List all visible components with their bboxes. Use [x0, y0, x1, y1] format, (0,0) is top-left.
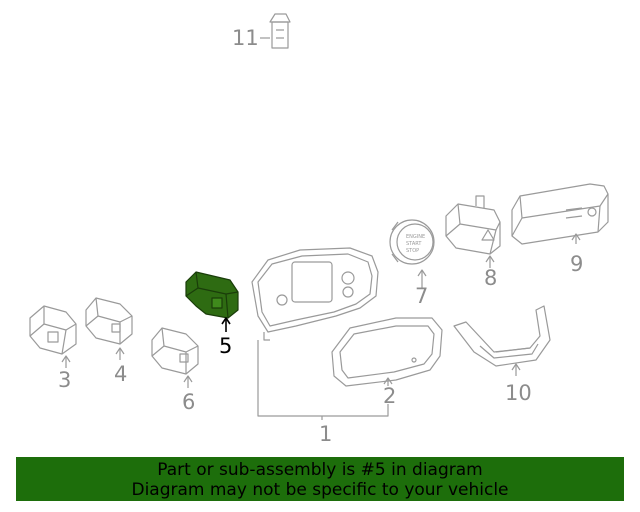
- part-11-clip[interactable]: [260, 13, 291, 49]
- callout-6: 6: [182, 390, 196, 414]
- part-6-switch[interactable]: [151, 327, 199, 388]
- svg-text:START: START: [406, 241, 422, 247]
- callout-2: 2: [383, 384, 397, 408]
- callout-11: 11: [232, 26, 259, 50]
- callout-1: 1: [319, 422, 333, 446]
- part-10-bezel-trim[interactable]: [453, 305, 551, 376]
- part-9-control-panel[interactable]: [511, 183, 609, 245]
- banner-line-2: Diagram may not be specific to your vehi…: [131, 480, 509, 500]
- part-5-switch-highlighted[interactable]: [185, 271, 239, 319]
- svg-text:ENGINE: ENGINE: [406, 234, 425, 240]
- svg-text:STOP: STOP: [406, 248, 419, 254]
- callout-4: 4: [114, 362, 128, 386]
- part-3-switch[interactable]: [29, 305, 77, 368]
- banner-line-1: Part or sub-assembly is #5 in diagram: [157, 460, 483, 480]
- callout-10: 10: [505, 381, 532, 405]
- part-8-hazard-switch[interactable]: [445, 195, 501, 268]
- part-2-cluster-lens[interactable]: [331, 317, 443, 387]
- callout-5: 5: [219, 334, 233, 358]
- callout-3: 3: [58, 368, 72, 392]
- callout-9: 9: [570, 252, 584, 276]
- callout-7: 7: [415, 284, 429, 308]
- info-banner: Part or sub-assembly is #5 in diagram Di…: [16, 457, 624, 501]
- callout-8: 8: [484, 266, 498, 290]
- part-7-start-switch[interactable]: ENGINE START STOP: [389, 219, 435, 288]
- part-4-switch[interactable]: [85, 297, 133, 360]
- part-1-cluster-housing[interactable]: [251, 247, 389, 420]
